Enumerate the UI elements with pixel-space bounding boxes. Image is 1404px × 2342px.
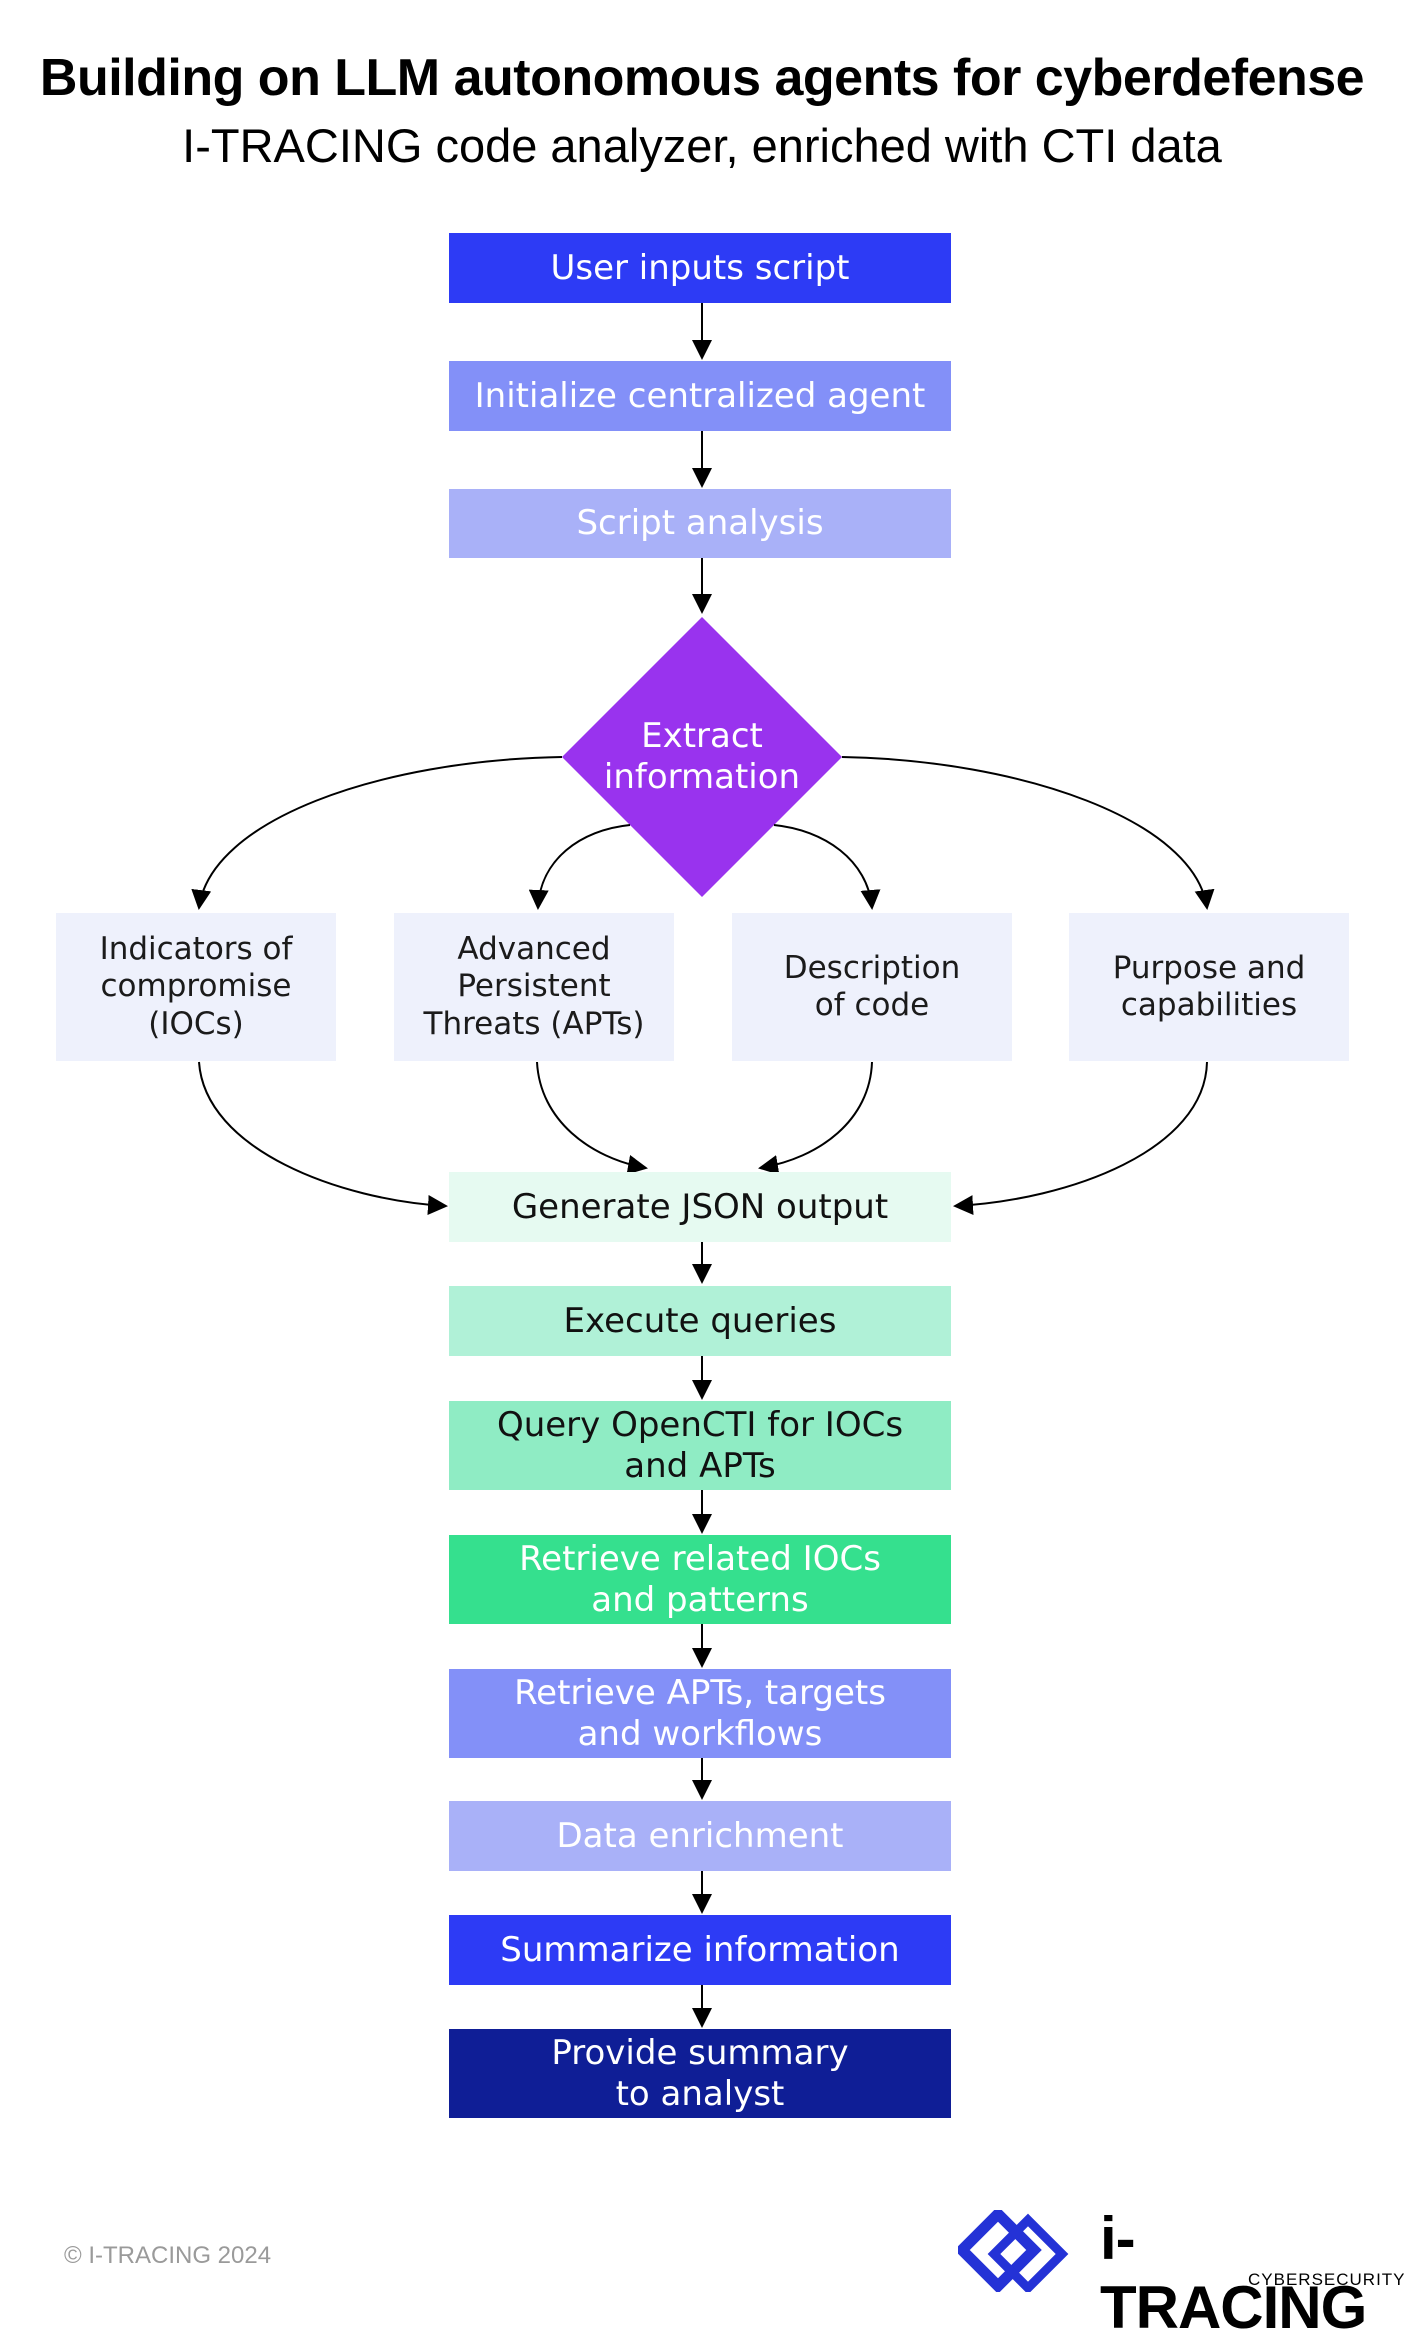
arrow-description-to-json xyxy=(758,1061,873,1175)
brand-tagline: CYBERSECURITY xyxy=(1248,2270,1404,2289)
node-summarize: Summarize information xyxy=(449,1915,951,1985)
node-script-analysis: Script analysis xyxy=(449,489,951,558)
extract-information-diamond xyxy=(562,617,842,897)
node-query-opencti: Query OpenCTI for IOCs and APTs xyxy=(449,1401,951,1490)
node-generate-json: Generate JSON output xyxy=(449,1172,951,1242)
node-description-of-code: Description of code xyxy=(732,913,1012,1061)
node-retrieve-apts: Retrieve APTs, targets and workflows xyxy=(449,1669,951,1758)
arrow-extract-to-apts xyxy=(528,824,631,910)
node-purpose-capabilities: Purpose and capabilities xyxy=(1069,913,1349,1061)
node-execute-queries: Execute queries xyxy=(449,1286,951,1356)
arrow-apts-to-json xyxy=(536,1061,648,1175)
arrow-extract-to-purpose xyxy=(841,756,1215,910)
page-title: Building on LLM autonomous agents for cy… xyxy=(39,49,1365,107)
arrow-purpose-to-json xyxy=(953,1061,1208,1216)
arrow-extract-to-description xyxy=(773,824,881,910)
node-extract-information: Extract information xyxy=(603,716,801,797)
arrow-iocs-to-json xyxy=(198,1061,448,1215)
diamond-logo-icon xyxy=(958,2210,1069,2292)
copyright-text: © I-TRACING 2024 xyxy=(64,2242,272,2269)
flowchart-connectors xyxy=(191,302,1215,2028)
brand-logo: i-TRACING CYBERSECURITY xyxy=(958,2205,1404,2341)
arrow-extract-to-iocs xyxy=(191,756,563,910)
node-user-inputs-script: User inputs script xyxy=(449,233,951,303)
node-initialize-agent: Initialize centralized agent xyxy=(449,361,951,431)
page-subtitle: I-TRACING code analyzer, enriched with C… xyxy=(182,119,1222,172)
node-provide-summary: Provide summary to analyst xyxy=(449,2029,951,2118)
node-retrieve-iocs: Retrieve related IOCs and patterns xyxy=(449,1535,951,1624)
node-apts: Advanced Persistent Threats (APTs) xyxy=(394,913,674,1061)
node-iocs: Indicators of compromise (IOCs) xyxy=(56,913,336,1061)
node-data-enrichment: Data enrichment xyxy=(449,1801,951,1871)
